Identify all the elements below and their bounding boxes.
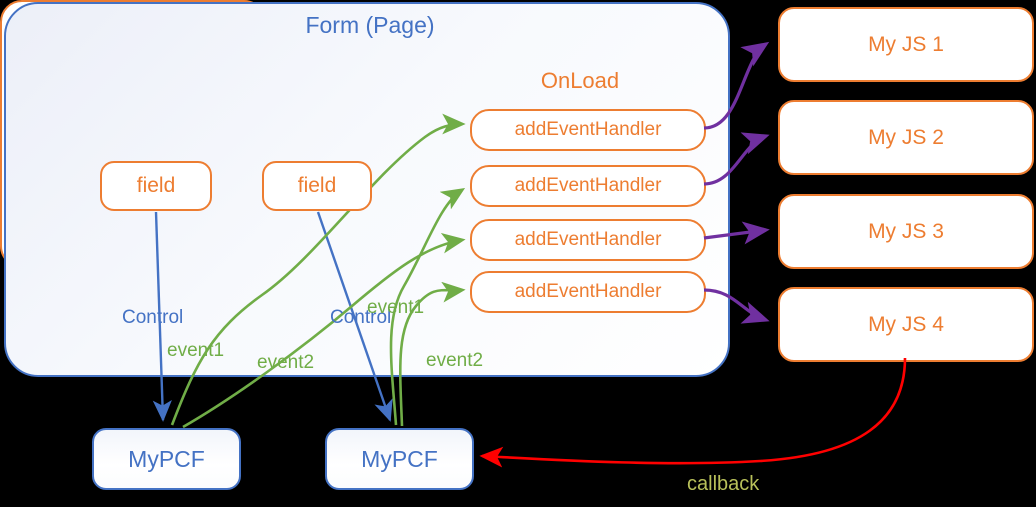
my-js-box-2[interactable]: My JS 2	[778, 100, 1034, 175]
edge-label-event2-a: event2	[257, 352, 315, 373]
my-pcf-box-2[interactable]: MyPCF	[325, 428, 474, 490]
field-box-2[interactable]: field	[262, 161, 372, 211]
edge-label-callback: callback	[687, 473, 760, 495]
my-js-box-1[interactable]: My JS 1	[778, 7, 1034, 82]
onload-title: OnLoad	[540, 68, 620, 93]
my-pcf-box-1[interactable]: MyPCF	[92, 428, 241, 490]
add-event-handler-2[interactable]: addEventHandler	[470, 165, 706, 207]
edge-label-event1-a: event1	[167, 340, 225, 361]
field-box-1[interactable]: field	[100, 161, 212, 211]
add-event-handler-4[interactable]: addEventHandler	[470, 271, 706, 313]
edge-label-event1-b: event1	[367, 297, 425, 318]
edge-label-control-1: Control	[122, 307, 184, 328]
add-event-handler-3[interactable]: addEventHandler	[470, 219, 706, 261]
add-event-handler-1[interactable]: addEventHandler	[470, 109, 706, 151]
form-page-title: Form (Page)	[305, 12, 435, 38]
my-js-box-3[interactable]: My JS 3	[778, 194, 1034, 269]
edge-label-event2-b: event2	[426, 350, 484, 371]
my-js-box-4[interactable]: My JS 4	[778, 287, 1034, 362]
